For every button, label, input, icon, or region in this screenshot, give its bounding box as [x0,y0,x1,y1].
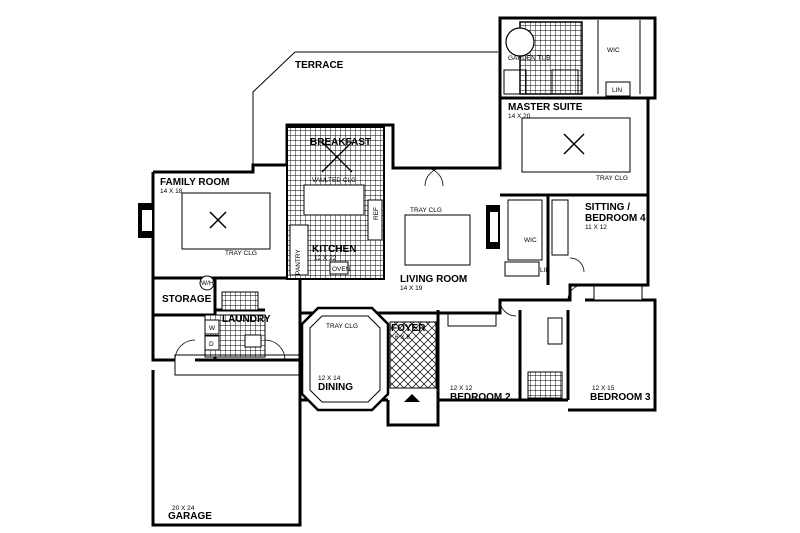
living-room-label: LIVING ROOM [400,274,467,285]
living-lin-label: LIN [540,267,550,274]
bedroom2-label: BEDROOM 2 [450,392,511,403]
garage-size: 20 X 24 [172,505,195,512]
master-suite-label: MASTER SUITE [508,102,583,113]
kitchen-label: KITCHEN [312,244,356,255]
family-fireplace [138,203,154,238]
bedroom3-size: 12 X 15 [592,385,615,392]
washer-label: W [209,325,216,332]
breakfast-label: BREAKFAST [310,137,371,148]
living-room-features [404,167,500,266]
master-suite-features [500,20,655,173]
bedroom3-label: BEDROOM 3 [590,392,651,403]
dining-ceiling: TRAY CLG [326,323,358,330]
garden-tub-label: GARDEN TUB [508,55,551,62]
dining-features [300,306,390,412]
water-heater-label: W/H [201,280,214,287]
terrace-label: TERRACE [295,60,344,71]
living-wic-label: WIC [524,237,537,244]
foyer-features [389,321,437,402]
bedroom4-label-line2: BEDROOM 4 [585,213,646,224]
family-room-label: FAMILY ROOM [160,177,229,188]
master-suite-size: 14 X 20 [508,113,531,120]
bedroom4-size: 11 X 12 [585,224,607,231]
breakfast-kitchen-floor [286,126,385,280]
master-wic-label: WIC [607,47,620,54]
dryer-label: D [209,341,214,348]
dining-size: 12 X 14 [318,375,341,382]
pantry-label: PANTRY [295,249,302,275]
master-lin-label: LIN [612,87,622,94]
storage-label: STORAGE [162,294,212,305]
kitchen-size: 12 X 22 [314,255,337,262]
master-suite-ceiling: TRAY CLG [596,175,628,182]
foyer-label: FOYER [391,323,426,334]
family-tray-ceiling [181,192,271,250]
garage-features [174,354,301,500]
family-room-ceiling: TRAY CLG [225,250,257,257]
ref-label: REF [373,207,380,220]
bedroom4-label-line1: SITTING / [585,202,630,213]
living-room-ceiling: TRAY CLG [410,207,442,214]
terrace-outline [252,51,498,165]
laundry-label: LAUNDRY [222,314,271,325]
service-rooms [153,275,286,361]
dining-label: DINING [318,382,353,393]
family-room-size: 14 X 18 [160,188,183,195]
bedroom4-features [500,193,648,285]
bedroom-wing [447,284,643,400]
oven-label: OVEN [332,266,351,273]
living-room-size: 14 X 19 [400,285,423,292]
foyer-size: 6 X 8 [395,334,411,341]
bedroom2-size: 12 X 12 [450,385,473,392]
breakfast-ceiling: VAULTED CLG [312,177,356,184]
garage-label: GARAGE [168,511,212,522]
